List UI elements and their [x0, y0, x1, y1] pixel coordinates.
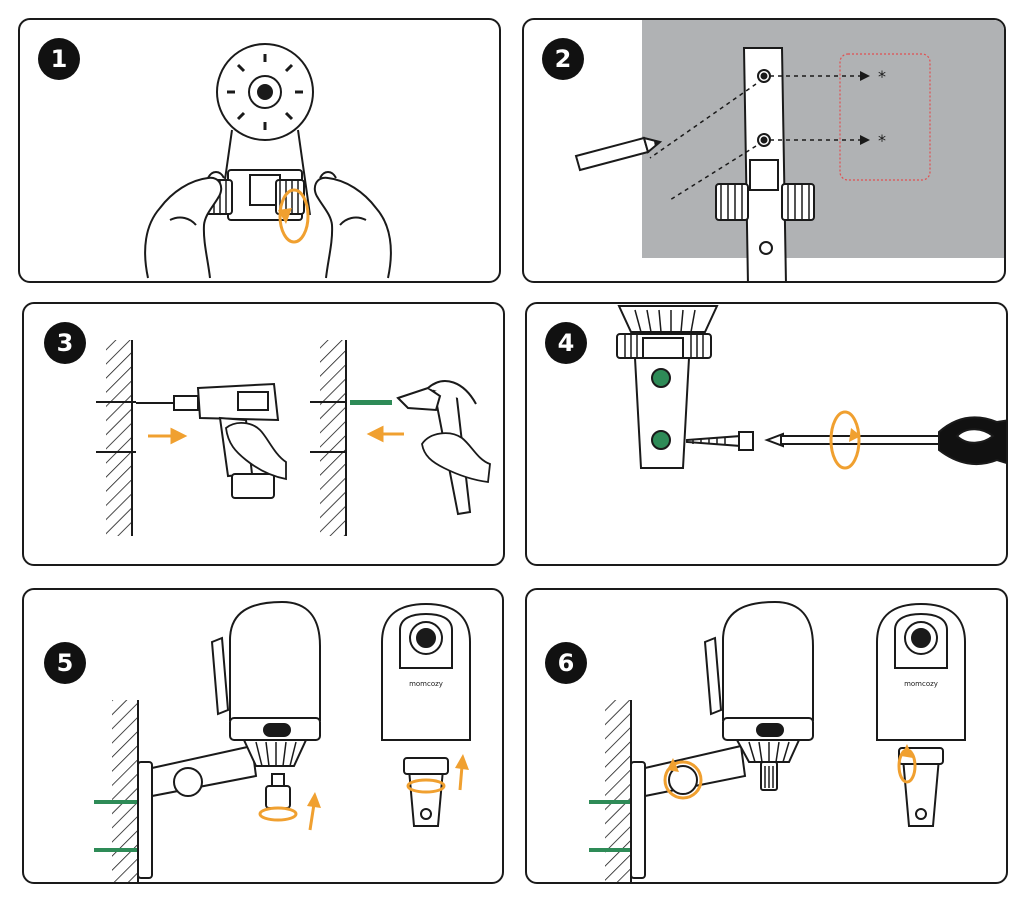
anchor-lower: [94, 848, 142, 852]
step-2-number-badge: 2: [542, 38, 584, 80]
step-3-illustration: [96, 340, 491, 536]
step-1-illustration: [144, 43, 392, 279]
wall-anchor: [350, 400, 392, 405]
marking-area-box: [839, 53, 931, 181]
step-6-illustration: momcozy: [589, 600, 966, 882]
step-3-panel: 3: [22, 302, 505, 566]
step-5-illustration: momcozy: [94, 600, 471, 882]
step-1-number-badge: 1: [38, 38, 80, 80]
mark-star-1: *: [878, 67, 886, 86]
step-6-panel: 6: [525, 588, 1008, 884]
step-6-number-badge: 6: [545, 642, 587, 684]
anchor-upper: [94, 800, 142, 804]
anchor-upper: [589, 800, 635, 804]
step-3-number-badge: 3: [44, 322, 86, 364]
step-5-panel: 5: [22, 588, 504, 884]
mark-star-2: *: [878, 131, 886, 150]
step-2-illustration: * *: [574, 20, 1004, 281]
step-4-number-badge: 4: [545, 322, 587, 364]
anchor-lower: [589, 848, 635, 852]
step-5-number-badge: 5: [44, 642, 86, 684]
camera-brand-label: momcozy: [904, 680, 938, 688]
camera-brand-label: momcozy: [409, 680, 443, 688]
wall-surface: [642, 20, 1004, 258]
step-4-panel: 4: [525, 302, 1008, 566]
step-2-panel: 2 * *: [522, 18, 1006, 283]
step-4-illustration: [616, 305, 1006, 470]
step-1-panel: 1: [18, 18, 501, 283]
